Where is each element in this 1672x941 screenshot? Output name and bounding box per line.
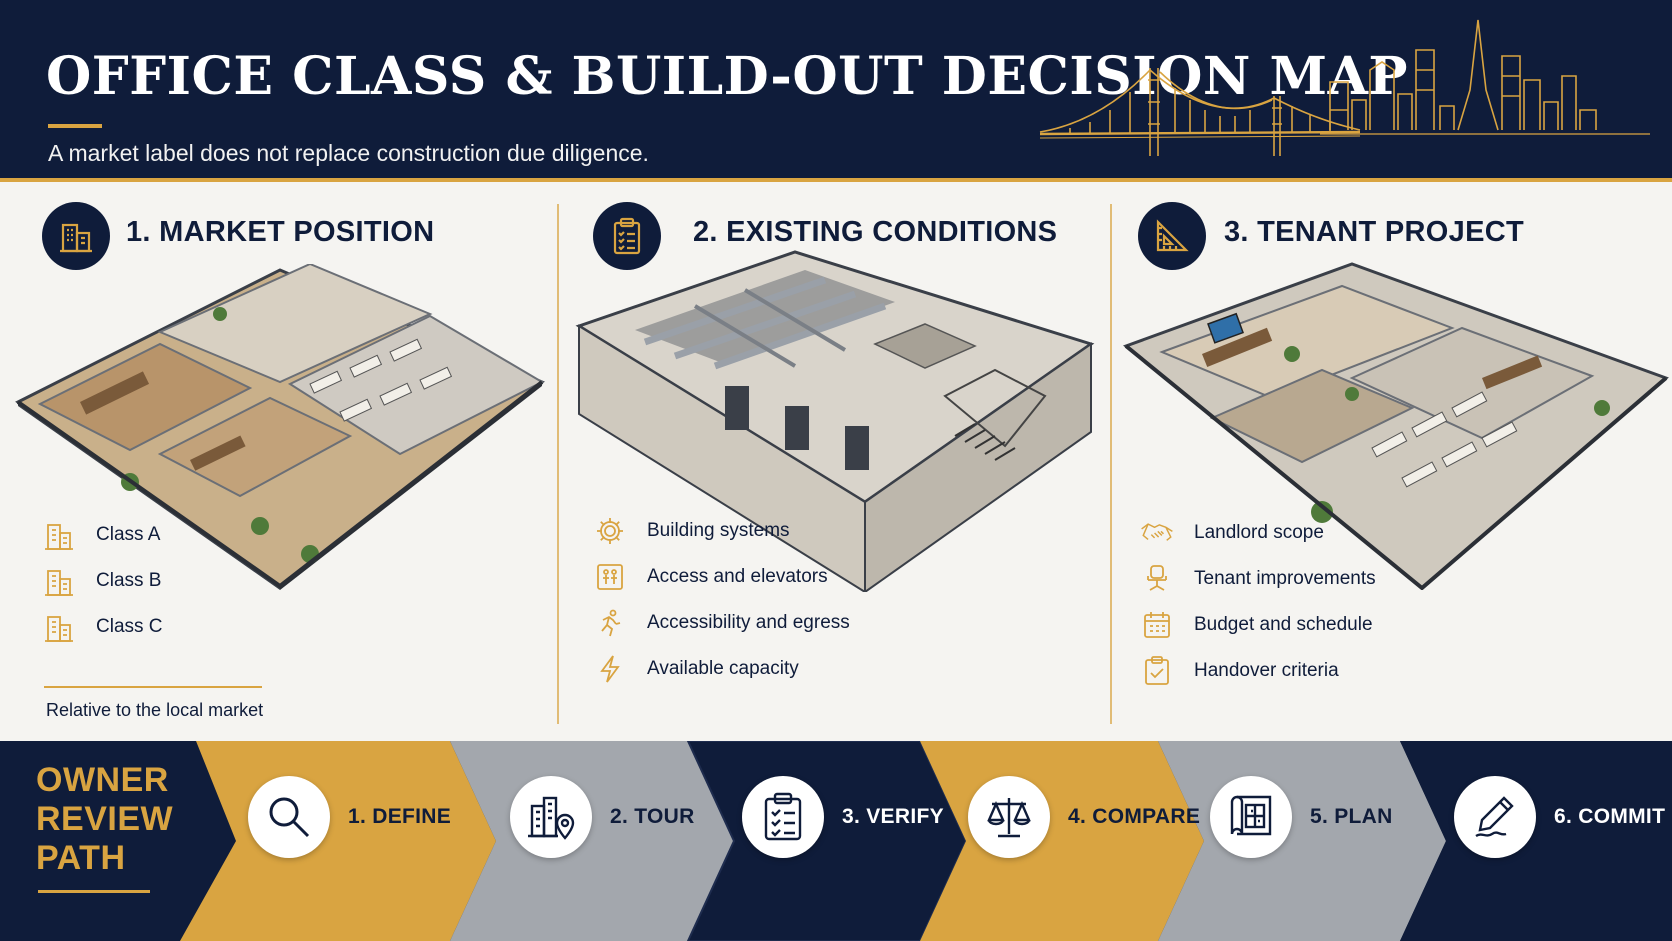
list-item: Budget and schedule (1140, 602, 1376, 648)
step-define: 1. DEFINE (248, 772, 451, 862)
building-icon (60, 223, 92, 253)
pen-signature-icon (1475, 796, 1514, 838)
running-person-icon (593, 606, 627, 640)
panel-3-badge (1138, 202, 1206, 270)
clipboard-checklist-icon (764, 792, 802, 841)
handshake-icon (1140, 516, 1174, 550)
panel-1-badge (42, 202, 110, 270)
panel-divider (557, 204, 559, 724)
existing-conditions-list: Building systems Access and elevators Ac… (593, 508, 850, 692)
list-item: Landlord scope (1140, 510, 1376, 556)
tenant-project-buildout-illustration (1123, 262, 1669, 590)
panel-1-title: 1. MARKET POSITION (126, 216, 435, 248)
panel-divider (1110, 204, 1112, 724)
owner-review-path: OWNER REVIEW PATH 1. DEFINE 2. TOUR 3. V… (0, 741, 1672, 941)
list-item: Handover criteria (1140, 648, 1376, 694)
list-item: Class B (42, 558, 163, 604)
magnifier-icon (269, 797, 310, 838)
balance-scale-icon (987, 798, 1031, 838)
city-skyline-bridge-illustration (1039, 19, 1650, 156)
clipboard-checklist-icon (613, 217, 641, 255)
elevator-icon (593, 560, 627, 594)
calendar-icon (1140, 608, 1174, 642)
panel-2-title: 2. EXISTING CONDITIONS (693, 216, 1058, 248)
office-chair-icon (1140, 562, 1174, 596)
tenant-project-list: Landlord scope Tenant improvements Budge… (1140, 510, 1376, 694)
building-icon (42, 564, 76, 598)
blueprint-icon (1230, 795, 1272, 836)
panel-2-badge (593, 202, 661, 270)
header-banner: OFFICE CLASS & BUILD-OUT DECISION MAP A … (0, 0, 1672, 182)
list-item: Tenant improvements (1140, 556, 1376, 602)
path-title-rule (38, 890, 150, 893)
gear-icon (593, 514, 627, 548)
clipboard-check-icon (1140, 654, 1174, 688)
panel-tenant-project: 3. TENANT PROJECT Landlord scope (1110, 186, 1672, 726)
panel-existing-conditions: 2. EXISTING CONDITIONS Building systems (557, 186, 1110, 726)
building-location-icon (528, 796, 575, 840)
list-item: Accessibility and egress (593, 600, 850, 646)
list-item: Class C (42, 604, 163, 650)
page-title: OFFICE CLASS & BUILD-OUT DECISION MAP (46, 46, 1409, 107)
drafting-triangle-icon (1156, 219, 1189, 252)
list-item: Building systems (593, 508, 850, 554)
step-tour: 2. TOUR (510, 772, 695, 862)
lightning-icon (593, 652, 627, 686)
list-item: Access and elevators (593, 554, 850, 600)
list-item: Class A (42, 512, 163, 558)
title-accent-rule (48, 124, 102, 128)
note-rule (44, 686, 262, 688)
building-icon (42, 610, 76, 644)
market-class-list: Class A Class B Class C (42, 512, 163, 650)
path-title: OWNER REVIEW PATH (36, 761, 174, 877)
market-note: Relative to the local market (46, 700, 264, 720)
page-subtitle: A market label does not replace construc… (48, 140, 649, 166)
step-verify: 3. VERIFY (742, 772, 944, 862)
building-icon (42, 518, 76, 552)
list-item: Available capacity (593, 646, 850, 692)
market-position-floorplan-illustration (15, 264, 545, 590)
panel-market-position: 1. MARKET POSITION Class A (0, 186, 557, 726)
step-plan: 5. PLAN (1210, 772, 1393, 862)
step-compare: 4. COMPARE (968, 772, 1200, 862)
panel-3-title: 3. TENANT PROJECT (1224, 216, 1524, 248)
existing-conditions-shell-illustration (575, 250, 1095, 592)
step-commit: 6. COMMIT (1454, 772, 1665, 862)
